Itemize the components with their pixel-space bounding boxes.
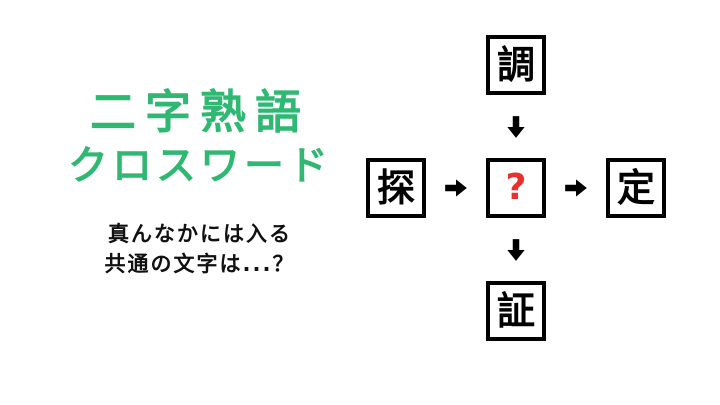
puzzle-box-center: ? bbox=[486, 158, 546, 218]
puzzle-box-left: 探 bbox=[366, 158, 426, 218]
puzzle-char-top: 調 bbox=[496, 43, 535, 87]
puzzle-char-left: 探 bbox=[376, 166, 415, 210]
arrow-down-icon bbox=[486, 218, 546, 281]
puzzle-char-right: 定 bbox=[616, 166, 655, 210]
arrow-right-icon bbox=[426, 158, 486, 218]
puzzle-char-bottom: 証 bbox=[496, 289, 535, 333]
puzzle-question-mark: ? bbox=[505, 167, 527, 208]
title-line-1: 二字熟語 bbox=[90, 85, 310, 139]
arrow-right-icon bbox=[546, 158, 606, 218]
arrow-down-icon bbox=[486, 95, 546, 158]
headline-block: 二字熟語 クロスワード 真んなかには入る 共通の文字は...？ bbox=[28, 86, 372, 280]
subtitle-line-1: 真んなかには入る bbox=[108, 221, 292, 246]
puzzle-box-top: 調 bbox=[486, 35, 546, 95]
subtitle-line-2: 共通の文字は...？ bbox=[104, 252, 296, 277]
subtitle-block: 真んなかには入る 共通の文字は...？ bbox=[28, 219, 372, 280]
crossword-diagram: 調 探 ? 定 bbox=[366, 35, 666, 341]
puzzle-box-right: 定 bbox=[606, 158, 666, 218]
title-line-2: クロスワード bbox=[68, 142, 332, 189]
puzzle-box-bottom: 証 bbox=[486, 281, 546, 341]
